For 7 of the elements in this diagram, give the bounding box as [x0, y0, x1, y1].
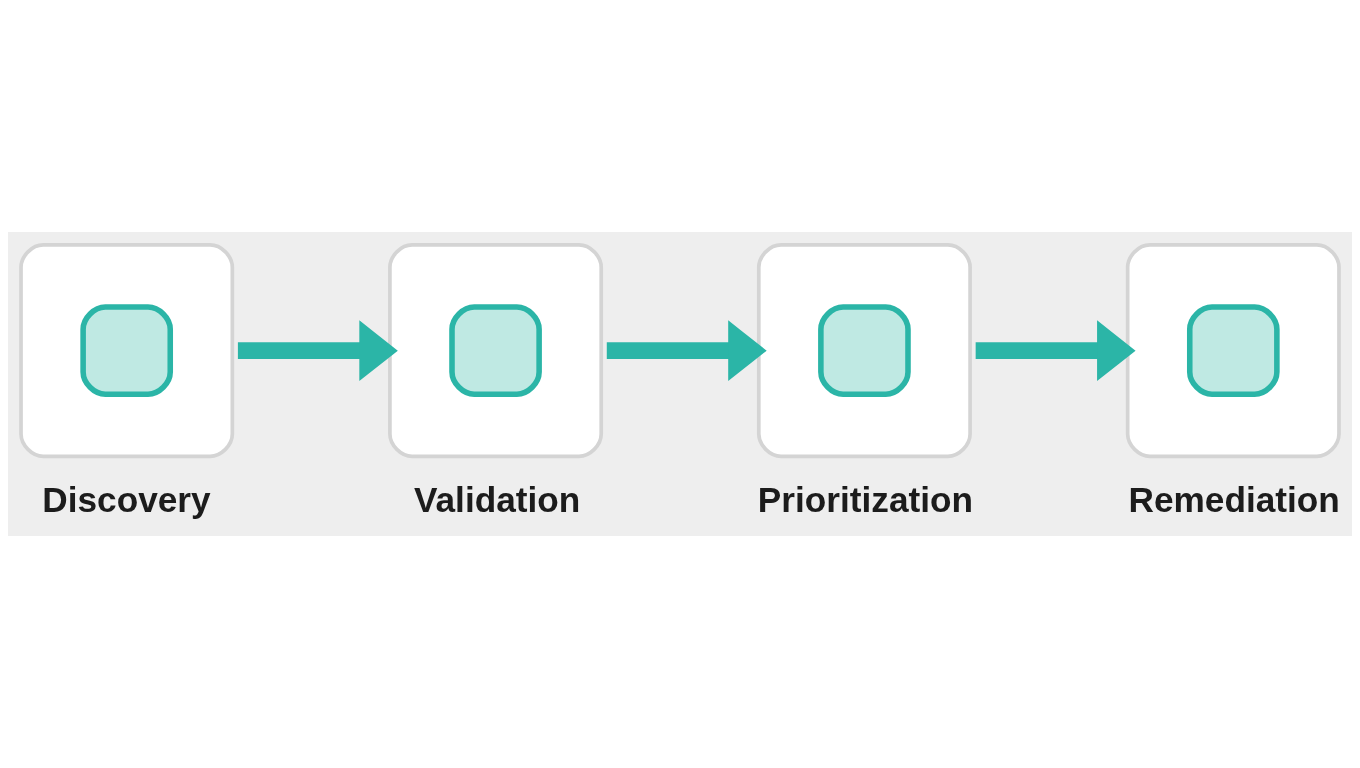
node-label: Prioritization [757, 480, 973, 520]
node-label: Validation [414, 480, 581, 520]
arrow [975, 320, 1136, 381]
node-label: Remediation [1128, 480, 1340, 520]
arrow [237, 320, 398, 381]
node-label: Discovery [42, 480, 211, 520]
arrow [606, 320, 767, 381]
